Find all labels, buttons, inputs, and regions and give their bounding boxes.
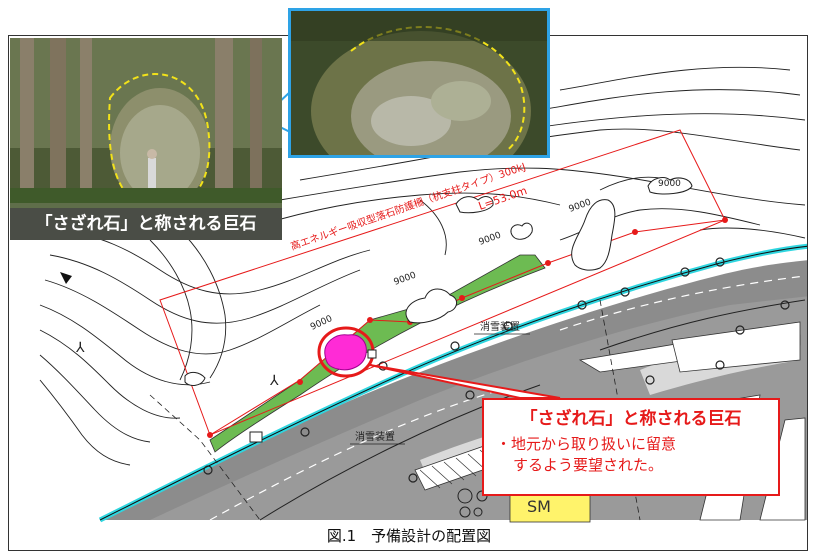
callout-note-line2: するよう要望された。 [513,456,664,474]
callout-note-line1: ・地元から取り扱いに留意 [496,435,677,453]
tree-symbols [184,177,693,386]
figure-caption: 図.1 予備設計の配置図 [326,527,492,545]
dim-label-3: 9000 [478,230,503,247]
boulder-callout: 「さざれ石」と称される巨石 ・地元から取り扱いに留意 するよう要望された。 [482,398,780,496]
svg-text:SM: SM [527,497,551,516]
contour-lines [39,66,806,466]
dim-label-1: 9000 [658,179,681,189]
snow-device-label-1: 消雪装置 [480,320,520,333]
boulder-photo-closeup [288,8,550,158]
callout-title: 「さざれ石」と称される巨石 [520,409,742,429]
road-poles [203,257,790,483]
svg-text:⅄: ⅄ [269,373,279,389]
boulder [324,334,367,371]
photo-caption: 「さざれ石」と称される巨石 [10,208,282,240]
snow-device-label-2: 消雪装置 [355,430,395,443]
dim-label-5: 9000 [309,314,334,333]
svg-text:⅄: ⅄ [75,340,85,356]
dim-label-4: 9000 [393,270,418,287]
boulder-photo-wide: 「さざれ石」と称される巨石 [10,38,282,240]
utility-symbols [457,488,488,518]
